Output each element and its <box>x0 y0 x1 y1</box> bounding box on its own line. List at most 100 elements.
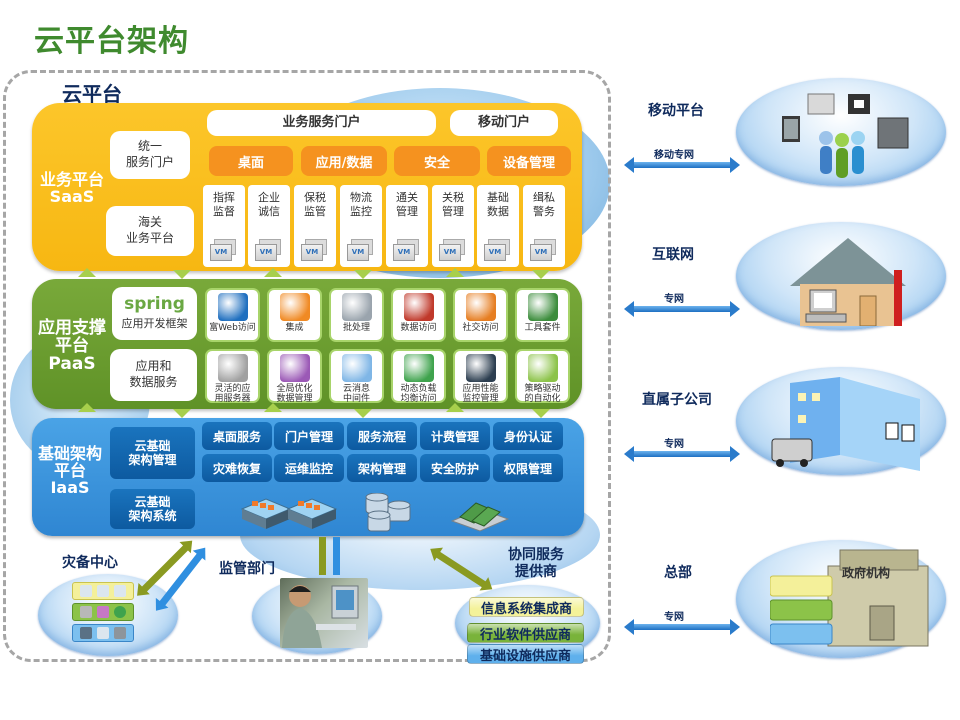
app-card-label-line1: 通关 <box>396 191 418 204</box>
link-arrow-icon <box>624 619 740 635</box>
iaas-service-box: 安全防护 <box>420 454 490 482</box>
paas-card-label: 灵活的应 用服务器 <box>214 384 251 405</box>
vm-icon: VM <box>393 239 419 261</box>
paas-card: 动态负载 均衡访问 <box>391 349 446 405</box>
infra-system-box: 云基础 架构系统 <box>110 489 195 529</box>
app-framework-box: spring 应用开发框架 <box>112 287 197 340</box>
supervision-label: 监管部门 <box>219 561 275 577</box>
government-building-label: 政府机构 <box>842 566 891 580</box>
disk-chip-icon <box>96 627 109 639</box>
connector-arrow-up-icon <box>446 403 464 412</box>
link-type-label: 移动专网 <box>654 150 694 161</box>
paas-card-label: 云消息 中间件 <box>342 384 370 405</box>
iaas-service-box: 桌面服务 <box>202 422 272 450</box>
collab-provider-line2: 提供商 <box>515 563 557 580</box>
app-card-label-line2: 监督 <box>213 204 235 218</box>
rack-chip-icon <box>79 627 92 639</box>
globe-chip-icon <box>114 606 127 618</box>
connector-arrow-up-icon <box>446 268 464 277</box>
vm-icon: VM <box>255 239 281 261</box>
app-card-label-line2: 数据 <box>487 204 509 218</box>
link-arrow-icon <box>624 446 740 462</box>
link-type-label: 专网 <box>664 439 684 450</box>
data-cube-icon <box>279 354 310 382</box>
vm-icon: VM <box>347 239 373 261</box>
paas-card: 批处理 <box>329 288 384 342</box>
database-gear-icon <box>341 293 372 321</box>
saas-title-en: SaaS <box>49 186 95 206</box>
connector-arrow-down-icon <box>354 270 372 279</box>
vm-chip-icon <box>79 585 92 597</box>
paas-card: 工具套件 <box>515 288 570 342</box>
connector-arrow-up-icon <box>78 403 96 412</box>
iaas-service-box: 身份认证 <box>493 422 563 450</box>
vm-label: VM <box>210 244 232 261</box>
app-card-label-line2: 监控 <box>350 204 372 218</box>
app-data-service-box: 应用和 数据服务 <box>110 349 197 401</box>
paas-card: 云消息 中间件 <box>329 349 384 405</box>
collab-provider-line1: 协同服务 <box>508 547 564 563</box>
link-arrow-icon <box>624 157 740 173</box>
iaas-service-box: 灾难恢复 <box>202 454 272 482</box>
mobile-portal-bar: 移动门户 <box>450 110 558 136</box>
paas-card: 数据访问 <box>391 288 446 342</box>
collab-provider-label: 协同服务 提供商 <box>508 547 564 581</box>
paas-card-label: 社交访问 <box>462 323 499 333</box>
home-icon <box>770 230 940 327</box>
iaas-service-box: 门户管理 <box>274 422 344 450</box>
paas-card-label: 富Web访问 <box>209 323 256 333</box>
paas-card-label: 策略驱动 的自动化 <box>524 384 561 405</box>
iaas-title-line1: 基础架构 <box>37 444 102 463</box>
paas-card-label: 工具套件 <box>524 323 561 333</box>
iaas-service-box: 权限管理 <box>493 454 563 482</box>
iaas-title: 基础架构 平台 IaaS <box>32 444 108 496</box>
vm-icon: VM <box>439 239 465 261</box>
service-row <box>72 603 134 621</box>
supervisor-photo <box>280 578 368 648</box>
disaster-center-stack <box>72 582 134 642</box>
paas-card: 应用性能 监控管理 <box>453 349 508 404</box>
app-card-label-line2: 监管 <box>304 204 326 218</box>
app-card-label-line2: 管理 <box>396 204 418 218</box>
supervision-arrow-blue-icon <box>333 537 340 575</box>
connector-arrow-down-icon <box>173 409 191 418</box>
vm-row <box>72 582 134 600</box>
app-card-label-line1: 指挥 <box>213 191 235 204</box>
paas-card-label: 集成 <box>285 323 304 333</box>
app-card-label-line1: 物流 <box>350 191 372 204</box>
supervision-arrow-olive-icon <box>319 537 326 575</box>
paas-card: 灵活的应 用服务器 <box>205 349 260 405</box>
app-framework-label: 应用开发框架 <box>121 316 188 330</box>
paas-card-label: 数据访问 <box>400 323 437 333</box>
app-card-label-line2: 诚信 <box>258 204 280 218</box>
cube-chip-icon <box>96 606 109 618</box>
link-arrow-icon <box>624 301 740 317</box>
site-label: 移动平台 <box>648 103 704 119</box>
storage-disks-icon <box>362 492 414 535</box>
social-icon <box>465 293 496 321</box>
subsidiary-building-icon <box>770 375 940 471</box>
app-card-label-line1: 基础 <box>487 191 509 204</box>
provider-button: 信息系统集成商 <box>469 597 584 617</box>
infra-row <box>72 624 134 642</box>
load-balance-icon <box>403 354 434 382</box>
government-icon <box>769 548 940 647</box>
tab-app-data: 应用/数据 <box>301 146 387 176</box>
cloud-message-icon <box>341 354 372 382</box>
paas-card-label: 全局优化 数据管理 <box>276 384 313 405</box>
vm-label: VM <box>484 244 506 261</box>
business-portal-bar: 业务服务门户 <box>207 110 436 136</box>
vm-chip-icon <box>96 585 109 597</box>
saas-title: 业务平台 SaaS <box>34 171 110 206</box>
connector-arrow-down-icon <box>354 409 372 418</box>
paas-title-en: PaaS <box>48 353 96 374</box>
cloud-platform-label: 云平台 <box>62 82 122 106</box>
tab-security: 安全 <box>394 146 480 176</box>
unified-portal-box: 统一 服务门户 <box>110 131 190 179</box>
link-type-label: 专网 <box>664 612 684 623</box>
paas-card-label: 动态负载 均衡访问 <box>400 384 437 405</box>
app-card: 指挥监督 VM <box>203 185 245 267</box>
vm-label: VM <box>393 244 415 261</box>
app-server-icon <box>217 354 248 382</box>
paas-title-line1: 应用支撑 <box>38 318 106 338</box>
